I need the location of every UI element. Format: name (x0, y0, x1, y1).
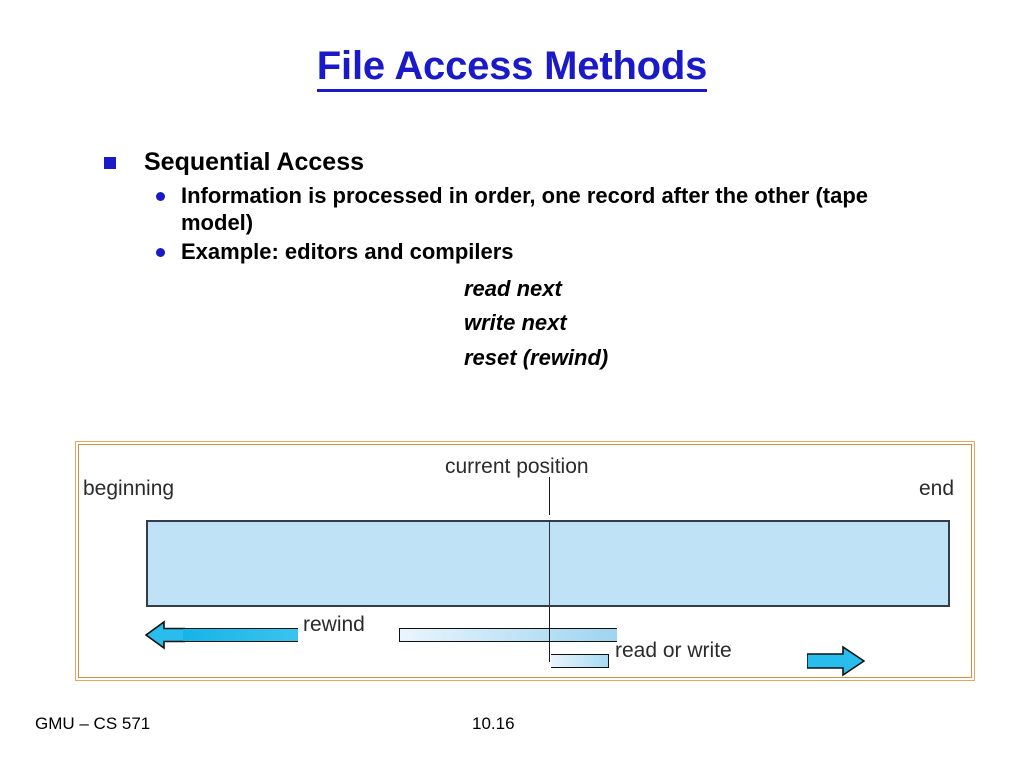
command-list: read next write next reset (rewind) (464, 272, 974, 374)
diagram-label-current-position: current position (445, 455, 589, 478)
bullet-item-level2: Example: editors and compilers (156, 238, 974, 266)
arrow-left-icon (144, 617, 186, 653)
bullet-level2-label: Information is processed in order, one r… (181, 182, 869, 236)
rewind-shaft-right (399, 628, 617, 642)
read-or-write-arrow-group: read or write (549, 639, 866, 679)
square-bullet-icon (104, 157, 116, 169)
dot-bullet-icon (156, 248, 165, 258)
sequential-access-diagram: beginning current position end rewind re… (75, 441, 975, 681)
bullet-item-level2: Information is processed in order, one r… (156, 182, 974, 238)
read-or-write-shaft (551, 654, 609, 668)
tape-block (146, 520, 950, 607)
command-line: read next (464, 276, 562, 302)
current-position-divider (549, 520, 550, 607)
diagram-label-beginning: beginning (83, 477, 175, 500)
current-position-tick (549, 477, 550, 515)
diagram-label-end: end (919, 477, 955, 500)
rewind-label: rewind (303, 613, 365, 636)
command-line: reset (rewind) (464, 344, 609, 370)
rewind-shaft-left (183, 628, 298, 642)
bullet-level1-label: Sequential Access (144, 148, 365, 176)
current-position-extension (549, 607, 550, 662)
footer-slide-number: 10.16 (472, 714, 515, 733)
bullet-level2-label: Example: editors and compilers (181, 239, 514, 265)
page-title: File Access Methods (0, 44, 1024, 93)
dot-bullet-icon (156, 191, 165, 201)
footer-course-label: GMU – CS 571 (35, 714, 151, 733)
page-title-text: File Access Methods (316, 45, 707, 93)
read-or-write-label: read or write (615, 639, 732, 662)
slide-body: Sequential Access Information is process… (104, 148, 974, 375)
rewind-arrow-group: rewind (144, 613, 617, 653)
command-line: write next (464, 310, 567, 336)
bullet-item-level1: Sequential Access (104, 148, 974, 178)
arrow-right-icon (806, 644, 866, 678)
